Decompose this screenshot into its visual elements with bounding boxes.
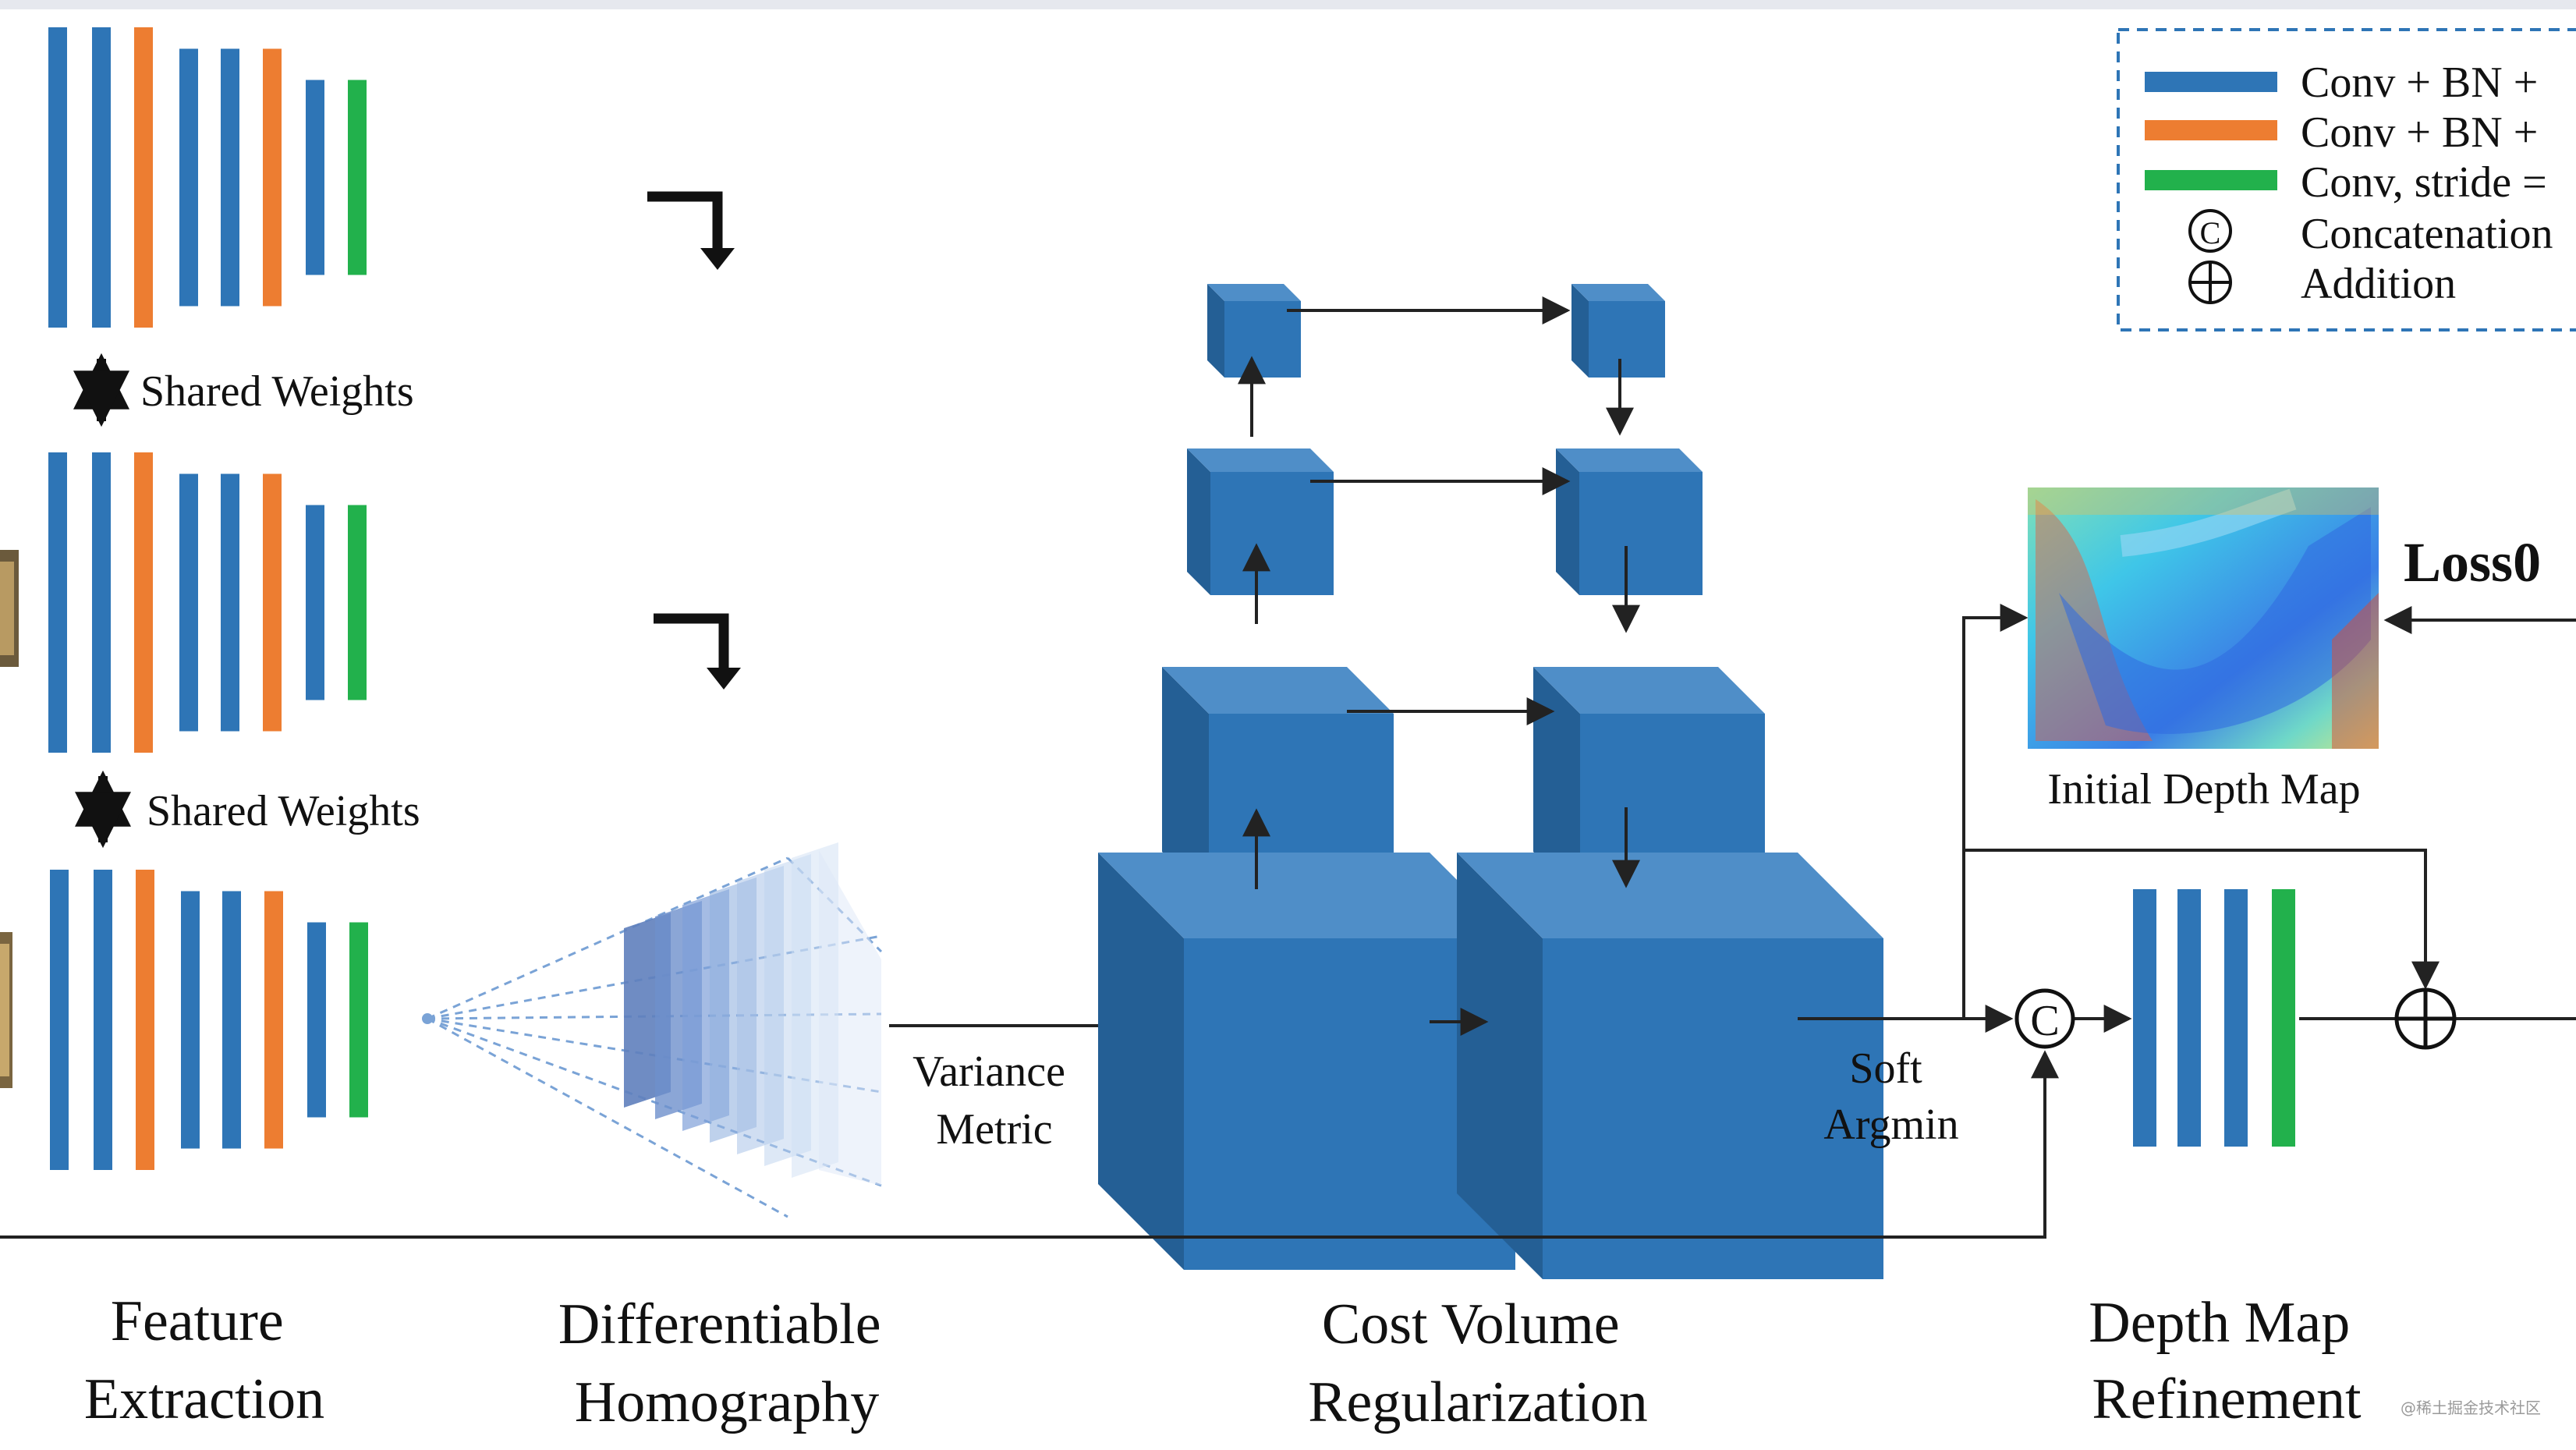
legend-swatch-conv-stride1 — [2145, 170, 2277, 190]
conv-layer-bar-conv-bn-relu — [48, 27, 67, 328]
conv-layer-bar-conv-bn-relu — [179, 48, 198, 307]
refinement-layer-bar-conv-bn-relu — [2177, 889, 2201, 1147]
cost-volume-cubes — [1098, 284, 1883, 1279]
initial-depth-map-image — [2028, 487, 2379, 749]
cost-volume-cube — [1571, 284, 1665, 378]
conv-layer-bar-conv-stride1 — [348, 80, 367, 275]
legend-label-conv-bn-stride: Conv + BN + — [2301, 108, 2538, 157]
legend-label-addition: Addition — [2301, 260, 2456, 308]
legend-label-concatenation: Concatenation — [2301, 210, 2553, 258]
shared-weights-label-2: Shared Weights — [147, 787, 420, 835]
conv-layer-bar-conv-bn-relu — [306, 80, 324, 275]
conv-layer-bar-conv-bn-relu — [221, 473, 239, 732]
conv-layer-bar-conv-bn-relu — [221, 48, 239, 307]
refinement-layer-bar-conv-bn-relu — [2133, 889, 2156, 1147]
conv-layer-bar-conv-bn-relu — [92, 452, 111, 753]
conv-layer-bar-conv-bn-relu — [92, 27, 111, 328]
loss0-label: Loss0 — [2404, 531, 2541, 594]
cost-volume-cube — [1187, 448, 1334, 595]
refinement-flow-lines — [0, 604, 2576, 1239]
concat-circle-c-icon: C — [2014, 988, 2075, 1049]
conv-layer-bar-conv-bn-relu — [179, 473, 198, 732]
object-thumbnail-icon — [0, 550, 19, 667]
stage-label-feature-extraction: Feature Extraction — [84, 1289, 324, 1431]
variance-metric-label: Variance Metric — [912, 1048, 1076, 1154]
legend-label-conv-bn-relu: Conv + BN + — [2301, 58, 2538, 107]
conv-layer-bar-conv-bn-stride — [134, 452, 153, 753]
conv-layer-bar-conv-bn-relu — [181, 891, 200, 1149]
cost-volume-cube — [1457, 853, 1883, 1279]
conv-layer-bar-conv-bn-stride — [264, 891, 283, 1149]
object-thumbnail-icon — [0, 932, 12, 1088]
stage-label-differentiable-homography: Differentiable Homography — [558, 1292, 895, 1434]
feature-extraction-towers — [48, 27, 368, 1170]
concat-circle-c-icon: C — [2188, 209, 2232, 253]
conv-layer-bar-conv-bn-relu — [94, 870, 112, 1170]
conv-layer-bar-conv-stride1 — [348, 505, 367, 700]
conv-layer-bar-conv-bn-stride — [263, 473, 282, 732]
soft-argmin-label: Soft Argmin — [1823, 1044, 1958, 1149]
corner-down-arrow-icon — [647, 191, 735, 270]
top-edge-band — [0, 0, 2576, 9]
cost-volume-cube — [1098, 853, 1515, 1270]
refinement-layer-bar-conv-stride1 — [2272, 889, 2295, 1147]
conv-layer-bar-conv-bn-relu — [307, 922, 326, 1118]
cost-volume-cube — [1207, 284, 1301, 378]
conv-layer-bar-conv-stride1 — [349, 922, 368, 1118]
watermark-text: @稀土掘金技术社区 — [2401, 1399, 2541, 1417]
circle-plus-icon — [2394, 987, 2457, 1050]
refinement-block — [2133, 889, 2295, 1147]
homography-frustum — [422, 842, 883, 1218]
svg-text:C: C — [2030, 997, 2059, 1045]
circle-plus-icon — [2188, 261, 2232, 304]
conv-layer-bar-conv-bn-stride — [134, 27, 153, 328]
legend-label-conv-stride1: Conv, stride = — [2301, 158, 2547, 207]
refinement-layer-bar-conv-bn-relu — [2224, 889, 2248, 1147]
corner-down-arrow-icon — [654, 613, 741, 690]
stage-label-depth-map-refinement: Depth Map Refinement — [2089, 1291, 2365, 1431]
cost-volume-cube — [1556, 448, 1703, 595]
cube-connectors — [1238, 296, 1640, 1036]
initial-depth-map-label: Initial Depth Map — [2047, 765, 2360, 814]
stage-label-cost-volume-regularization: Cost Volume Regularization — [1308, 1292, 1648, 1434]
legend: C Conv + BN + Conv + BN + Conv, stride =… — [2117, 28, 2576, 331]
conv-layer-bar-conv-bn-relu — [50, 870, 69, 1170]
conv-layer-bar-conv-bn-relu — [222, 891, 241, 1149]
conv-layer-bar-conv-bn-stride — [136, 870, 154, 1170]
shared-weights-label-1: Shared Weights — [140, 367, 414, 416]
legend-swatch-conv-bn-stride — [2145, 120, 2277, 140]
svg-text:C: C — [2200, 215, 2221, 250]
conv-layer-bar-conv-bn-relu — [306, 505, 324, 700]
conv-layer-bar-conv-bn-stride — [263, 48, 282, 307]
conv-layer-bar-conv-bn-relu — [48, 452, 67, 753]
legend-swatch-conv-bn-relu — [2145, 72, 2277, 92]
